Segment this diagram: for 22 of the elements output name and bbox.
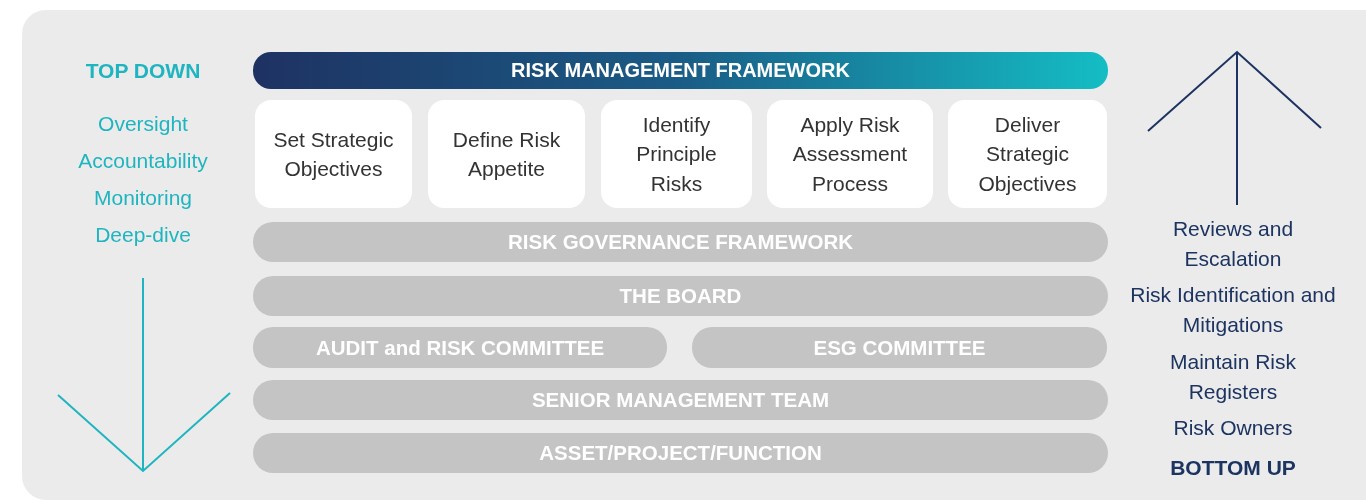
tier-bar-label: RISK GOVERNANCE FRAMEWORK [507,230,854,254]
column-item: Risk Identification and Mitigations [1129,282,1337,339]
tier-bar-label: SENIOR MANAGEMENT TEAM [531,388,830,412]
column-heading: TOP DOWN [84,58,202,84]
step-card-label: Identify Principle Risks [635,111,718,197]
column-item: Risk Owners [1172,415,1294,441]
step-card-label: Define Risk Appetite [451,126,562,182]
framework-banner-label: RISK MANAGEMENT FRAMEWORK [511,59,850,82]
step-card-label: Apply Risk Assessment Process [791,111,909,197]
tier-bar-label: THE BOARD [619,284,742,308]
tier-bar-label: ASSET/PROJECT/FUNCTION [539,441,822,465]
column-item: Maintain Risk Registers [1168,349,1297,406]
column-item: Accountability [77,148,209,174]
column-item: Monitoring [92,185,194,211]
column-heading: BOTTOM UP [1169,455,1297,481]
column-item: Deep-dive [94,222,192,248]
step-card-label: Deliver Strategic Objectives [977,111,1078,197]
column-item: Oversight [97,111,189,137]
tier-bar-label: ESG COMMITTEE [813,335,986,360]
tier-bar-label: AUDIT and RISK COMMITTEE [315,335,605,360]
column-item: Reviews and Escalation [1171,216,1295,273]
step-card-label: Set Strategic Objectives [273,126,394,182]
